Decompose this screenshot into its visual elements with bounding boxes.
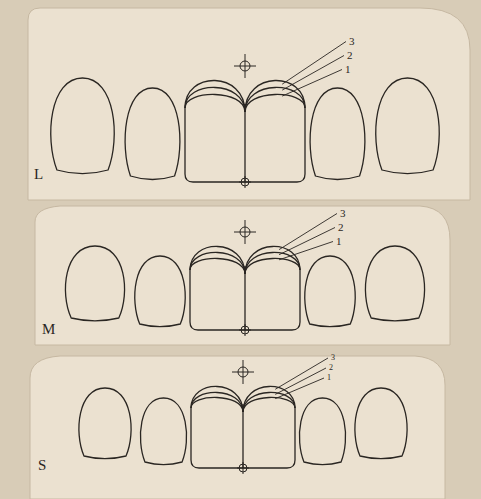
lateral-incisor	[125, 88, 180, 180]
curve-number: 2	[329, 364, 333, 372]
outline-curve	[190, 252, 245, 274]
size-letter: L	[34, 167, 43, 182]
lateral-incisor	[310, 88, 365, 180]
canine	[355, 388, 407, 459]
outline-curve	[245, 80, 305, 112]
central-incisor	[190, 270, 245, 330]
lateral-incisor	[305, 256, 355, 327]
lateral-incisor	[299, 398, 345, 465]
outline-curve	[243, 386, 295, 412]
crosshair-mark	[234, 54, 256, 78]
curve-number: 1	[345, 64, 351, 75]
central-incisor	[243, 408, 295, 468]
outline-curve	[191, 386, 243, 412]
midline-mark	[237, 462, 249, 474]
outline-curve	[185, 94, 245, 112]
curve-number: 1	[336, 236, 342, 247]
central-incisor	[191, 408, 243, 468]
outline-curve	[185, 80, 245, 112]
tooth-set	[65, 214, 424, 337]
outline-curve	[243, 392, 295, 412]
outline-curve	[190, 258, 245, 274]
outline-curve	[245, 94, 305, 112]
tooth-set	[79, 358, 407, 474]
lateral-incisor	[135, 256, 185, 327]
crosshair-mark	[234, 220, 256, 244]
curve-number: 2	[347, 50, 353, 61]
lateral-incisor	[140, 398, 186, 465]
leader-line	[282, 42, 346, 85]
tooth-set	[51, 42, 439, 189]
canine	[65, 246, 124, 321]
canine	[79, 388, 131, 459]
midline	[244, 266, 245, 330]
central-incisor	[245, 270, 300, 330]
outline-curve	[191, 392, 243, 412]
canine	[365, 246, 424, 321]
outline-curve	[245, 246, 300, 274]
midline-mark	[239, 324, 251, 336]
central-incisor	[185, 108, 245, 182]
crosshair-mark	[232, 360, 254, 384]
midline	[244, 104, 245, 182]
canine	[376, 78, 439, 174]
template-panel	[28, 8, 470, 200]
leader-line	[279, 242, 333, 260]
leader-line	[282, 70, 342, 97]
curve-number: 3	[331, 354, 335, 362]
outline-curve	[190, 246, 245, 274]
outline-curve	[191, 397, 243, 412]
curve-number: 3	[349, 36, 355, 47]
leader-line	[275, 358, 328, 389]
leader-line	[275, 378, 324, 399]
size-letter: S	[38, 458, 46, 473]
midline-mark	[239, 176, 251, 188]
outline-curve	[185, 87, 245, 112]
central-incisor	[245, 108, 305, 182]
outline-curve	[243, 397, 295, 412]
template-panel	[35, 206, 450, 345]
outline-curve	[245, 87, 305, 112]
canine	[51, 78, 114, 174]
curve-number: 1	[327, 374, 331, 382]
leader-line	[275, 368, 326, 394]
outline-curve	[245, 258, 300, 274]
size-letter: M	[42, 322, 55, 337]
curve-number: 3	[340, 208, 346, 219]
midline	[242, 404, 243, 468]
leader-line	[279, 214, 337, 250]
curve-number: 2	[338, 222, 344, 233]
template-panel	[30, 356, 445, 499]
